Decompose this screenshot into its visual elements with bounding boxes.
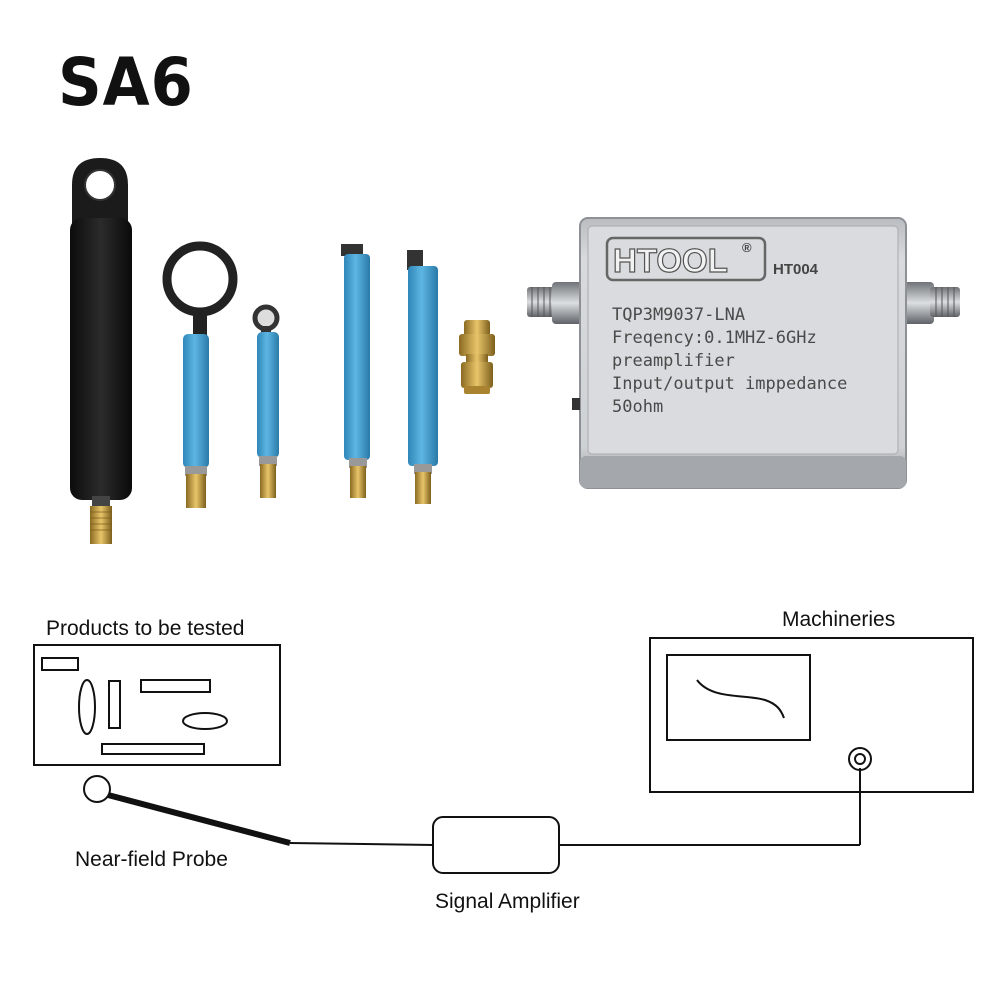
analyzer-input-port [848,747,872,771]
test-setup-diagram [33,637,974,874]
amplifier-spec-line: Input/output imppedance [612,374,847,394]
probe-loop-icon [83,775,111,803]
board-component [41,657,79,671]
product-code-title: SA6 [58,44,194,121]
board-component [101,743,205,755]
board-component [140,679,211,693]
signal-amplifier-label: Signal Amplifier [435,890,580,913]
amplifier-brand: HTOOL [613,242,728,279]
near-field-probe-label: Near-field Probe [75,848,228,871]
medium-loop-probe [162,241,238,508]
analyzer-screen [666,654,811,741]
small-loop-probe [252,304,280,498]
large-loop-probe [70,158,132,544]
spectrum-analyzer-icon [649,637,974,793]
probe-cable [289,842,435,846]
amplifier-spec-line: Freqency:0.1MHZ-6GHz [612,328,817,348]
registered-mark: ® [742,240,752,255]
board-component [182,712,228,730]
sma-adapter [459,320,495,394]
machineries-label: Machineries [782,608,895,631]
amplifier-box-icon [432,816,560,874]
amplifier-spec-line: TQP3M9037-LNA [612,305,745,325]
device-under-test-board [33,644,281,766]
signal-amplifier-device: HTOOL ® HT004 TQP3M9037-LNA Freqency:0.1… [527,217,960,489]
board-component [78,679,96,735]
products-under-test-label: Products to be tested [46,617,244,640]
stub-probe-one [341,244,370,498]
probe-handle [107,792,291,846]
amplifier-model: HT004 [773,261,819,278]
amplifier-spec-line: preamplifier [612,351,735,371]
stub-probe-two [407,250,438,504]
amplifier-spec-line: 50ohm [612,397,663,417]
board-component [108,680,121,729]
analyzer-trace [696,679,785,719]
